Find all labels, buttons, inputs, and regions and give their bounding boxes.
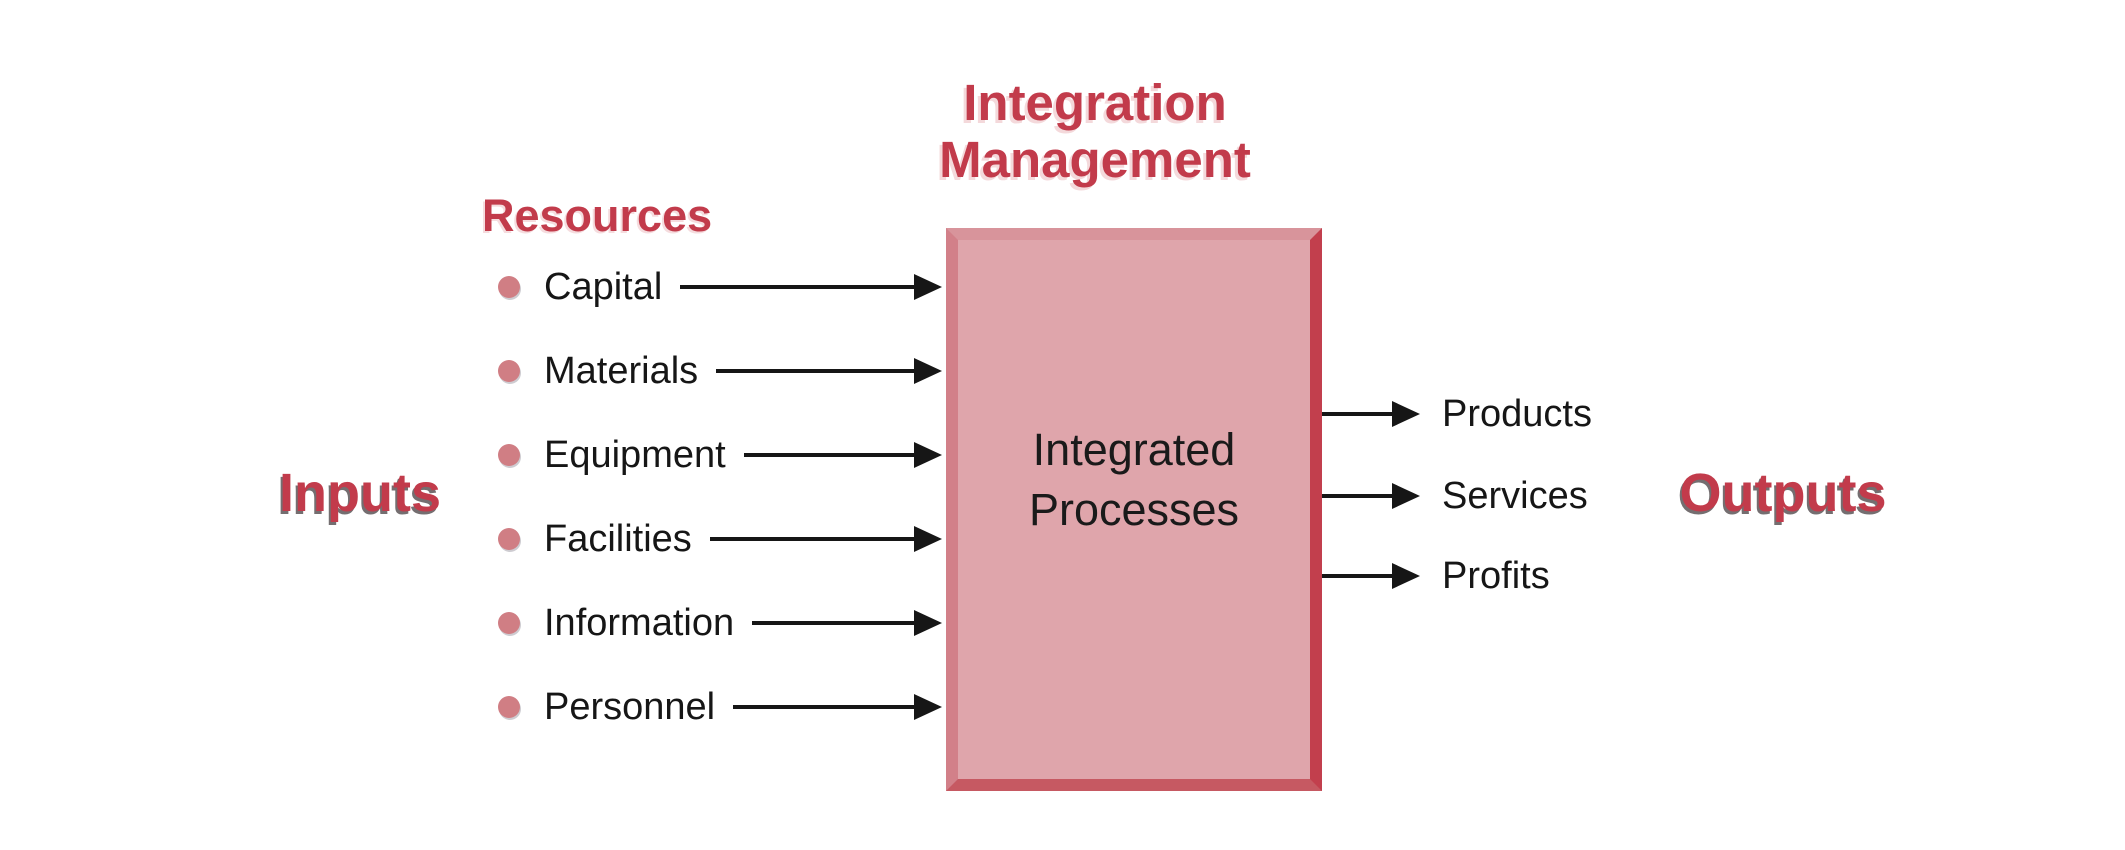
input-item-label: Equipment	[544, 433, 726, 476]
arrow-line	[752, 621, 918, 625]
bullet-icon	[498, 276, 520, 298]
input-item-label: Personnel	[544, 685, 716, 728]
bullet-icon	[498, 444, 520, 466]
arrow-line	[733, 705, 918, 709]
input-row-materials: Materials	[498, 347, 942, 395]
bullet-icon	[498, 528, 520, 550]
right-arrow-icon	[743, 442, 942, 468]
input-row-information: Information	[498, 599, 942, 647]
right-arrow-icon	[716, 358, 942, 384]
inputs-label: Inputs	[279, 463, 441, 523]
output-item-label: Profits	[1442, 554, 1550, 597]
input-row-facilities: Facilities	[498, 515, 942, 563]
right-arrow-icon	[1322, 401, 1420, 427]
arrowhead-icon	[914, 358, 942, 384]
arrowhead-icon	[1392, 401, 1420, 427]
input-row-equipment: Equipment	[498, 431, 942, 479]
right-arrow-icon	[1322, 563, 1420, 589]
bullet-icon	[498, 612, 520, 634]
diagram-title: Integration Management	[939, 74, 1251, 188]
output-row-profits: Profits	[1322, 552, 1550, 600]
output-item-label: Services	[1442, 474, 1588, 517]
process-box-label: Integrated Processes	[1028, 423, 1240, 535]
arrow-line	[1322, 574, 1396, 578]
arrow-line	[1322, 412, 1396, 416]
arrowhead-icon	[914, 274, 942, 300]
output-item-label: Products	[1442, 392, 1592, 435]
arrowhead-icon	[1392, 483, 1420, 509]
arrowhead-icon	[914, 442, 942, 468]
arrowhead-icon	[914, 694, 942, 720]
input-row-personnel: Personnel	[498, 683, 942, 731]
right-arrow-icon	[733, 694, 942, 720]
right-arrow-icon	[752, 610, 942, 636]
arrow-line	[1322, 494, 1396, 498]
arrowhead-icon	[1392, 563, 1420, 589]
right-arrow-icon	[709, 526, 942, 552]
right-arrow-icon	[680, 274, 942, 300]
resources-heading: Resources	[482, 190, 713, 241]
arrow-line	[680, 285, 918, 289]
arrow-line	[709, 537, 918, 541]
arrowhead-icon	[914, 610, 942, 636]
arrowhead-icon	[914, 526, 942, 552]
output-row-services: Services	[1322, 472, 1588, 520]
input-item-label: Capital	[544, 265, 663, 308]
bullet-icon	[498, 696, 520, 718]
input-item-label: Materials	[544, 349, 699, 392]
arrow-line	[743, 453, 918, 457]
input-row-capital: Capital	[498, 263, 942, 311]
outputs-label: Outputs	[1679, 463, 1887, 523]
input-item-label: Information	[544, 601, 735, 644]
right-arrow-icon	[1322, 483, 1420, 509]
bullet-icon	[498, 360, 520, 382]
integrated-processes-box: Integrated Processes	[946, 228, 1322, 791]
arrow-line	[716, 369, 918, 373]
output-row-products: Products	[1322, 390, 1592, 438]
input-item-label: Facilities	[544, 517, 692, 560]
